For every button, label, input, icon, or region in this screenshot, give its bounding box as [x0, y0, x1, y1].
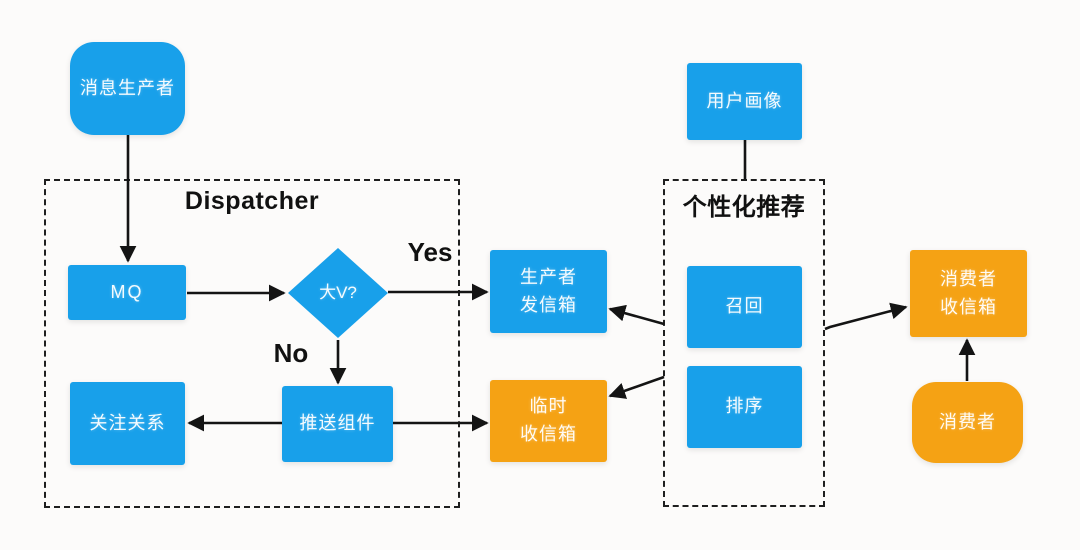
dispatcher-group-title: Dispatcher [184, 187, 320, 215]
node-consumer: 消费者 [912, 382, 1023, 463]
node-consumer-inbox: 消费者 收信箱 [910, 250, 1027, 337]
personalized-recommendation-group-title: 个性化推荐 [682, 194, 806, 221]
node-push-component: 推送组件 [282, 386, 393, 462]
node-recall: 召回 [687, 266, 802, 348]
dispatcher-group: Dispatcher [44, 179, 460, 508]
edge-label-no: No [273, 338, 309, 368]
node-user-profile: 用户画像 [687, 63, 802, 140]
personalized-recommendation-group: 个性化推荐 [663, 179, 825, 507]
node-ranking: 排序 [687, 366, 802, 448]
node-temp-inbox: 临时 收信箱 [490, 380, 607, 462]
node-message-producer: 消息生产者 [70, 42, 185, 135]
node-mq: MQ [68, 265, 186, 320]
node-producer-outbox: 生产者 发信箱 [490, 250, 607, 333]
edge-label-yes: Yes [407, 237, 453, 267]
node-follow-relation: 关注关系 [70, 382, 185, 465]
